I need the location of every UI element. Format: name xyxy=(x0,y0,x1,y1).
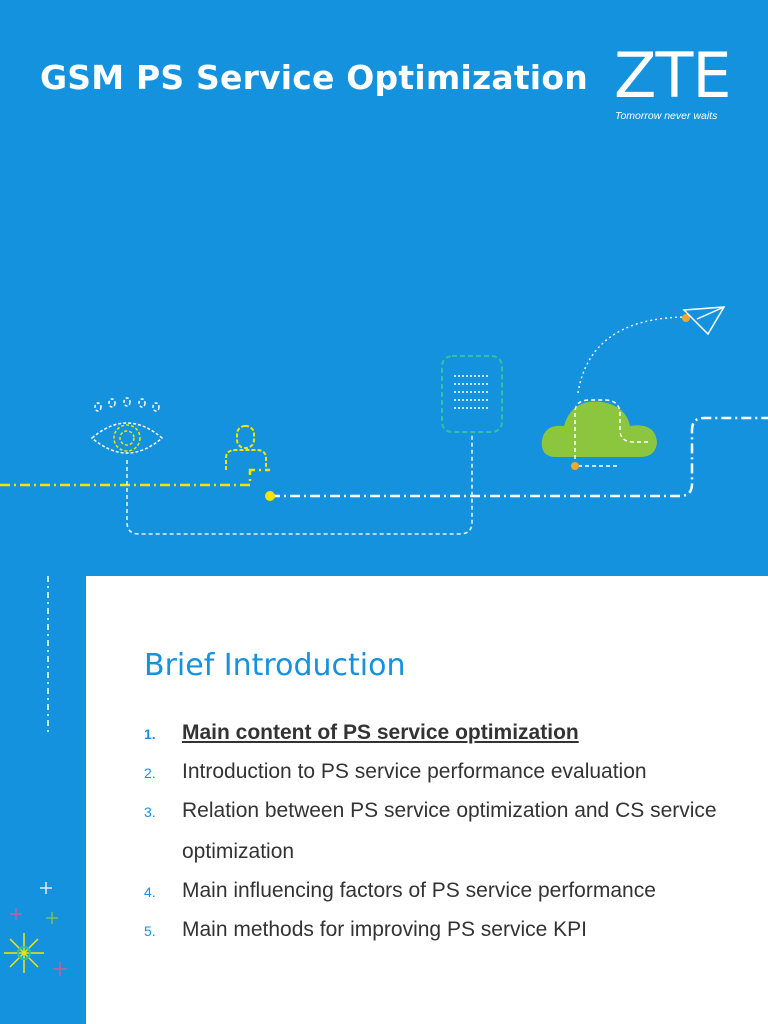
agenda-text: Relation between PS service optimization… xyxy=(182,799,717,863)
agenda-number: 5. xyxy=(144,923,156,939)
agenda-text: Main content of PS service optimization xyxy=(182,721,579,744)
content-panel: Brief Introduction 1. Main content of PS… xyxy=(86,576,768,1024)
agenda-item-5[interactable]: 5. Main methods for improving PS service… xyxy=(144,917,744,950)
side-decoration xyxy=(4,576,97,976)
arc-dot xyxy=(682,314,690,322)
agenda-list: 1. Main content of PS service optimizati… xyxy=(144,720,744,950)
agenda-number: 4. xyxy=(144,884,156,900)
slide-title: GSM PS Service Optimization xyxy=(40,58,588,97)
document-icon xyxy=(441,355,503,433)
agenda-text: Main methods for improving PS service KP… xyxy=(182,918,587,941)
agenda-item-1[interactable]: 1. Main content of PS service optimizati… xyxy=(144,720,744,753)
sparkle-icon xyxy=(4,882,67,976)
lower-path-line xyxy=(126,432,473,535)
junction-dot xyxy=(265,491,275,501)
eye-icon xyxy=(90,397,164,454)
agenda-item-2[interactable]: 2. Introduction to PS service performanc… xyxy=(144,759,744,792)
paper-plane-icon xyxy=(682,306,726,336)
white-path-line xyxy=(270,416,768,498)
network-illustration xyxy=(0,306,768,535)
section-heading: Brief Introduction xyxy=(144,648,406,683)
zte-logo: ZTE Tomorrow never waits xyxy=(612,42,737,126)
cloud-icon xyxy=(541,399,657,470)
agenda-item-3[interactable]: 3. Relation between PS service optimizat… xyxy=(144,798,744,872)
yellow-path-line xyxy=(0,468,270,487)
agenda-number: 2. xyxy=(144,765,156,781)
agenda-number: 3. xyxy=(144,804,156,820)
agenda-text: Introduction to PS service performance e… xyxy=(182,760,647,783)
agenda-number: 1. xyxy=(144,726,156,742)
person-icon xyxy=(225,425,267,470)
agenda-text: Main influencing factors of PS service p… xyxy=(182,879,656,902)
flight-arc xyxy=(577,316,687,394)
logo-tagline: Tomorrow never waits xyxy=(615,110,718,122)
agenda-item-4[interactable]: 4. Main influencing factors of PS servic… xyxy=(144,878,744,911)
logo-text: ZTE xyxy=(614,39,732,112)
